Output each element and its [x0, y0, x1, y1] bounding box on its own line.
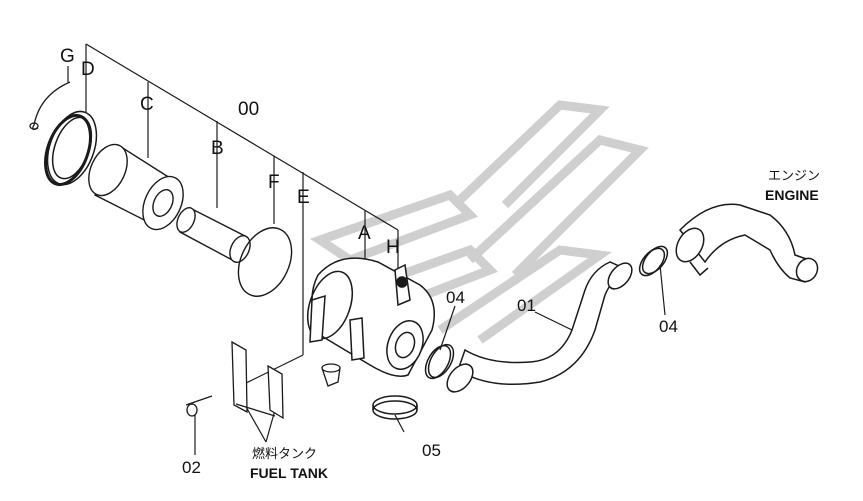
label-D: D: [81, 59, 95, 80]
inner-element-B: [176, 207, 251, 264]
bolt-02: [185, 395, 213, 417]
brackets: [231, 340, 284, 420]
label-04-left: 04: [446, 288, 465, 307]
label-05: 05: [422, 441, 441, 460]
label-G: G: [60, 46, 75, 67]
engine-duct: [675, 203, 819, 283]
gasket-F: [237, 227, 293, 297]
label-02: 02: [182, 458, 201, 477]
clamp-04-left: [424, 343, 455, 380]
label-B: B: [211, 138, 224, 159]
fuel-tank-label-en: FUEL TANK: [250, 465, 329, 481]
air-cleaner-body-A: [306, 257, 435, 377]
label-assembly: 00: [238, 99, 260, 120]
label-A: A: [358, 223, 371, 244]
cover-D: [44, 110, 98, 187]
label-C: C: [140, 94, 154, 115]
fuel-tank-label-jp: 燃料タンク: [252, 447, 318, 462]
engine-label-en: ENGINE: [765, 187, 819, 203]
label-E: E: [297, 187, 310, 208]
label-01: 01: [517, 296, 536, 315]
outer-element-C: [88, 143, 184, 231]
label-H: H: [386, 237, 400, 258]
hose-01: [446, 261, 633, 393]
clamp-04-right: [638, 245, 669, 277]
engine-label-jp: エンジン: [768, 169, 821, 184]
label-F: F: [268, 172, 280, 193]
valve-E: [321, 363, 341, 387]
clamp-05: [372, 395, 418, 420]
clip-ring-G: [29, 81, 71, 131]
label-04-right: 04: [659, 317, 678, 336]
